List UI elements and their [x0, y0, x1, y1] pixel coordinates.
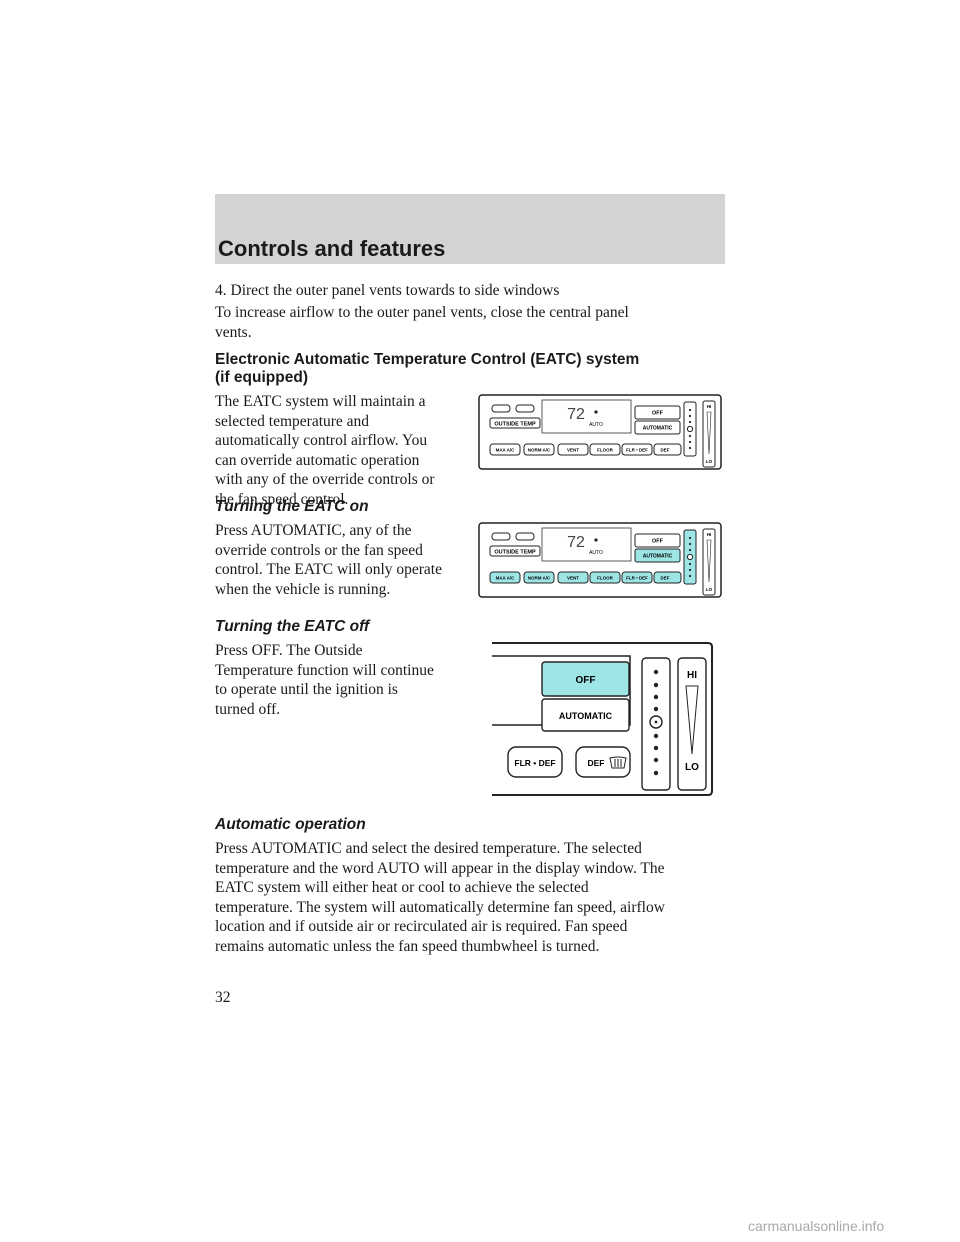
eatc-panel-on-figure: OUTSIDE TEMP 72 AUTO OFF AUTOMATIC MAX A…: [478, 522, 722, 598]
automatic-operation-line: location and if outside air or recircula…: [215, 918, 628, 935]
eatc-body-line: The EATC system will maintain a: [215, 393, 426, 410]
flr-def-label: FLR • DEF: [514, 758, 555, 768]
eatc-body-line: with any of the override controls or: [215, 471, 435, 488]
off-button-label: OFF: [652, 411, 664, 417]
automatic-operation-heading: Automatic operation: [215, 816, 366, 833]
automatic-operation-body: Press AUTOMATIC and select the desired t…: [215, 839, 665, 956]
page-number: 32: [215, 989, 231, 1006]
automatic-operation-line: Press AUTOMATIC and select the desired t…: [215, 840, 642, 857]
display-auto: AUTO: [589, 550, 603, 556]
tip-line: vents.: [215, 323, 252, 341]
display-temp: 72: [567, 406, 585, 423]
def-label: DEF: [661, 448, 670, 453]
floor-label: FLOOR: [597, 576, 613, 581]
off-button-label: OFF: [652, 539, 664, 545]
eatc-body-line: automatically control airflow. You: [215, 432, 428, 449]
eatc-heading-line: Electronic Automatic Temperature Control…: [215, 351, 640, 368]
turning-on-heading: Turning the EATC on: [215, 498, 369, 515]
turning-off-line: Press OFF. The Outside: [215, 642, 363, 659]
eatc-body: The EATC system will maintain a selected…: [215, 392, 435, 509]
eatc-off-closeup-figure: OFF AUTOMATIC FLR • DEF DEF HI LO: [492, 642, 713, 796]
eatc-heading-line: (if equipped): [215, 369, 308, 386]
eatc-panel-figure: OUTSIDE TEMP 72 AUTO OFF AUTOMATIC MAX A…: [478, 394, 722, 470]
automatic-button-label: AUTOMATIC: [559, 711, 613, 721]
turning-off-heading: Turning the EATC off: [215, 618, 370, 635]
vent-label: VENT: [567, 448, 579, 453]
outside-temp-label: OUTSIDE TEMP: [494, 550, 536, 556]
header-band: [215, 194, 725, 264]
eatc-heading: Electronic Automatic Temperature Control…: [215, 351, 639, 387]
defrost-icon: [609, 756, 627, 769]
hi-label: HI: [707, 532, 712, 537]
floor-label: FLOOR: [597, 448, 613, 453]
max-ac-label: MAX A/C: [496, 448, 516, 453]
lo-label: LO: [685, 762, 699, 773]
tip-line: To increase airflow to the outer panel v…: [215, 304, 629, 321]
off-button-label: OFF: [576, 675, 596, 686]
hi-label: HI: [707, 404, 712, 409]
automatic-operation-line: EATC system will either heat or cool to …: [215, 879, 589, 896]
automatic-operation-line: remains automatic unless the fan speed t…: [215, 937, 600, 955]
automatic-button-label: AUTOMATIC: [643, 554, 673, 560]
vent-label: VENT: [567, 576, 579, 581]
flr-def-label: FLR • DEF: [626, 576, 648, 581]
flr-def-label: FLR • DEF: [626, 448, 648, 453]
def-label: DEF: [588, 758, 605, 768]
turning-on-line: override controls or the fan speed: [215, 541, 423, 559]
norm-ac-label: NORM A/C: [528, 448, 551, 453]
turning-on-line: when the vehicle is running.: [215, 580, 391, 598]
display-temp: 72: [567, 534, 585, 551]
eatc-body-line: the fan speed control.: [215, 490, 349, 508]
turning-on-line: control. The EATC will only operate: [215, 561, 442, 578]
lo-label: LO: [706, 459, 713, 464]
step-4-text: 4. Direct the outer panel vents towards …: [215, 282, 560, 299]
automatic-operation-line: temperature and the word AUTO will appea…: [215, 859, 665, 877]
tip-paragraph: To increase airflow to the outer panel v…: [215, 303, 629, 342]
hi-label: HI: [687, 670, 697, 681]
norm-ac-label: NORM A/C: [528, 576, 551, 581]
page-title: Controls and features: [218, 236, 446, 261]
turning-off-line: to operate until the ignition is: [215, 681, 398, 698]
automatic-operation-line: temperature. The system will automatical…: [215, 898, 665, 916]
lo-label: LO: [706, 587, 713, 592]
def-label: DEF: [661, 576, 670, 581]
turning-off-line: Temperature function will continue: [215, 661, 434, 679]
turning-on-body: Press AUTOMATIC, any of the override con…: [215, 521, 442, 599]
automatic-button-label: AUTOMATIC: [643, 426, 673, 432]
outside-temp-label: OUTSIDE TEMP: [494, 422, 536, 428]
eatc-body-line: can override automatic operation: [215, 451, 420, 469]
display-auto: AUTO: [589, 422, 603, 428]
turning-off-line: turned off.: [215, 700, 281, 718]
turning-off-body: Press OFF. The Outside Temperature funct…: [215, 641, 434, 719]
eatc-body-line: selected temperature and: [215, 412, 370, 430]
turning-on-line: Press AUTOMATIC, any of the: [215, 522, 412, 539]
watermark: carmanualsonline.info: [748, 1218, 885, 1234]
max-ac-label: MAX A/C: [496, 576, 516, 581]
